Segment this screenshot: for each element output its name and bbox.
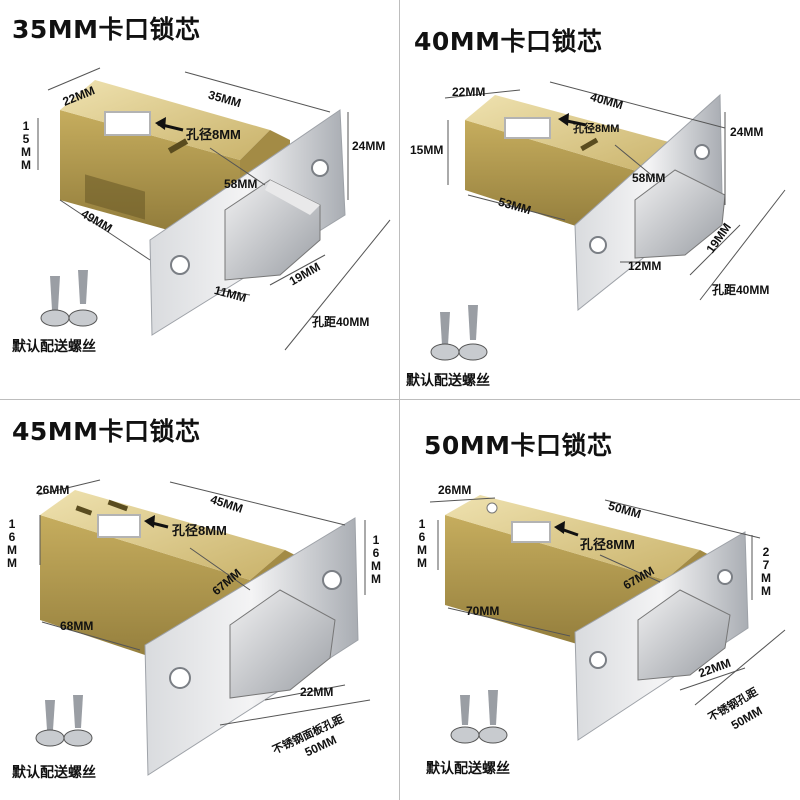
lock-latch-image <box>37 67 391 351</box>
vertical-divider <box>399 0 400 800</box>
dim-label: 24MM <box>352 139 386 153</box>
dim-label: 26MM <box>36 483 70 497</box>
lock-latch-image <box>429 495 786 744</box>
dim-label: 22MM <box>300 685 334 699</box>
dim-label-vertical: 27MM <box>761 545 771 598</box>
dim-label: 70MM <box>466 604 500 618</box>
dim-label: 26MM <box>438 483 472 497</box>
panel-50mm: 50MM卡口锁芯 26MM 50MM 16MM 孔径8MM 27MM 67MM … <box>400 400 800 800</box>
dim-label: 15MM <box>410 143 444 157</box>
dim-label-vertical: 16MM <box>371 533 381 586</box>
horizontal-divider <box>0 399 800 400</box>
dim-label: 孔径8MM <box>580 537 635 552</box>
screw-icon <box>430 305 488 361</box>
dim-label-vertical: 16MM <box>417 517 427 570</box>
dim-label: 孔径8MM <box>172 523 227 538</box>
dim-label: 58MM <box>632 171 666 185</box>
dim-label: 孔距40MM <box>712 283 770 297</box>
panel-title: 45MM卡口锁芯 <box>12 417 201 446</box>
panel-45mm: 45MM卡口锁芯 26MM 45MM 16MM 孔径8MM 16MM 67MM … <box>0 400 400 800</box>
dim-label-vertical: 15MM <box>21 119 31 172</box>
lock-latch-image <box>430 81 786 361</box>
screw-icon <box>450 690 508 744</box>
panel-title: 50MM卡口锁芯 <box>424 431 613 460</box>
screws-label: 默认配送螺丝 <box>426 761 510 777</box>
dim-label-vertical: 16MM <box>7 517 17 570</box>
screws-label: 默认配送螺丝 <box>406 373 490 389</box>
dim-label: 22MM <box>452 85 486 99</box>
dim-label: 24MM <box>730 125 764 139</box>
dim-label: 孔径8MM <box>573 123 620 135</box>
screw-icon <box>40 270 98 327</box>
dim-label: 孔距40MM <box>312 315 370 329</box>
panel-title: 40MM卡口锁芯 <box>414 27 603 56</box>
panel-40mm: 40MM卡口锁芯 22MM 40MM 15MM 孔径8MM 24MM 58MM … <box>400 0 800 400</box>
dim-label: 孔径8MM <box>186 127 241 142</box>
dim-label: 68MM <box>60 619 94 633</box>
screw-icon <box>35 695 93 747</box>
dim-label: 12MM <box>628 259 662 273</box>
panel-35mm: 35MM卡口锁芯 22MM 35MM 15MM 孔径8MM 24MM 58MM … <box>0 0 400 400</box>
panel-title: 35MM卡口锁芯 <box>12 15 201 44</box>
screws-label: 默认配送螺丝 <box>12 765 96 781</box>
lock-latch-image <box>35 479 371 776</box>
dim-label: 58MM <box>224 177 258 191</box>
screws-label: 默认配送螺丝 <box>12 339 96 355</box>
